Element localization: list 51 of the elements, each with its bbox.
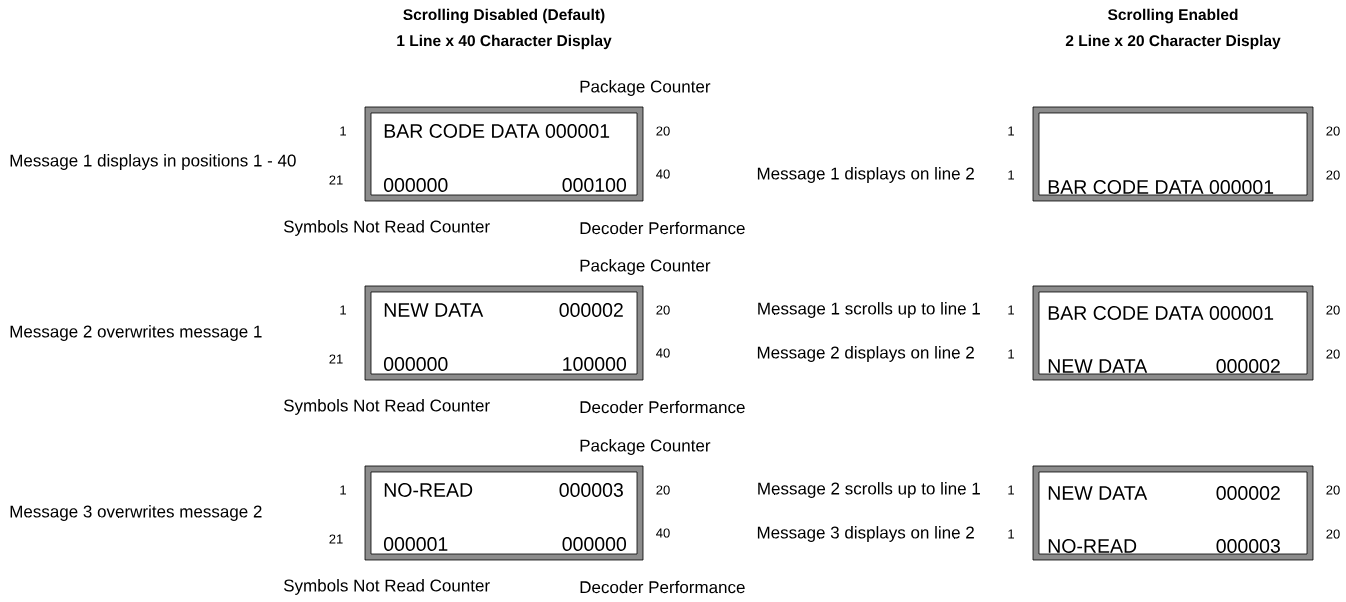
position-number: 1: [340, 126, 346, 136]
message-note: Message 2 scrolls up to line 1: [758, 482, 980, 498]
heading: 2 Line x 20 Character Display: [1065, 34, 1281, 50]
counter-label: Symbols Not Read Counter: [284, 220, 490, 236]
counter-label: Decoder Performance: [580, 580, 745, 594]
position-number: 1: [1008, 126, 1014, 136]
counter-label: Decoder Performance: [580, 400, 745, 414]
heading: Scrolling Enabled: [1108, 8, 1238, 24]
position-number: 1: [1008, 170, 1014, 180]
counter-label: Symbols Not Read Counter: [284, 579, 490, 595]
message-note: Message 2 overwrites message 1: [10, 325, 262, 341]
counter-label: Symbols Not Read Counter: [284, 399, 490, 415]
message-note: Message 1 scrolls up to line 1: [758, 302, 980, 318]
heading: 1 Line x 40 Character Display: [397, 34, 612, 50]
position-number: 1: [1008, 349, 1014, 359]
lcd-display: BAR CODE DATA 000001: [1032, 106, 1314, 202]
position-number: 20: [1326, 305, 1340, 315]
position-number: 20: [1326, 485, 1340, 495]
message-note: Message 1 displays on line 2: [757, 167, 974, 183]
message-note: Message 3 overwrites message 2: [10, 505, 262, 521]
position-number: 20: [1326, 126, 1340, 136]
message-note: Message 1 displays in positions 1 - 40: [10, 154, 296, 170]
position-number: 20: [656, 305, 670, 315]
position-number: 1: [340, 485, 346, 495]
position-number: 20: [1326, 170, 1340, 180]
position-number: 20: [1326, 349, 1340, 359]
position-number: 40: [656, 348, 670, 358]
position-number: 1: [1008, 485, 1014, 495]
position-number: 40: [656, 528, 670, 538]
position-number: 20: [656, 485, 670, 495]
heading: Scrolling Disabled (Default): [403, 8, 605, 24]
lcd-display: NEW DATA 000002 NO-READ 000003: [1032, 465, 1314, 561]
position-number: 20: [1326, 529, 1340, 539]
counter-label: Package Counter: [580, 439, 711, 455]
lcd-display: NEW DATA 000002 000000 100000: [364, 285, 644, 381]
message-note: Message 3 displays on line 2: [757, 526, 974, 542]
position-number: 21: [329, 175, 343, 185]
message-note: Message 2 displays on line 2: [757, 346, 974, 362]
lcd-display: NO-READ 000003 000001 000000: [364, 465, 644, 561]
position-number: 20: [656, 126, 670, 136]
position-number: 1: [1008, 305, 1014, 315]
position-number: 21: [329, 354, 343, 364]
position-number: 21: [329, 534, 343, 544]
position-number: 40: [656, 169, 670, 179]
position-number: 1: [1008, 529, 1014, 539]
counter-label: Package Counter: [580, 80, 711, 96]
lcd-display: BAR CODE DATA 000001 NEW DATA 000002: [1032, 285, 1314, 381]
lcd-display: BAR CODE DATA 000001 000000 000100: [364, 106, 644, 202]
position-number: 1: [340, 305, 346, 315]
counter-label: Package Counter: [580, 259, 711, 275]
counter-label: Decoder Performance: [580, 221, 745, 235]
